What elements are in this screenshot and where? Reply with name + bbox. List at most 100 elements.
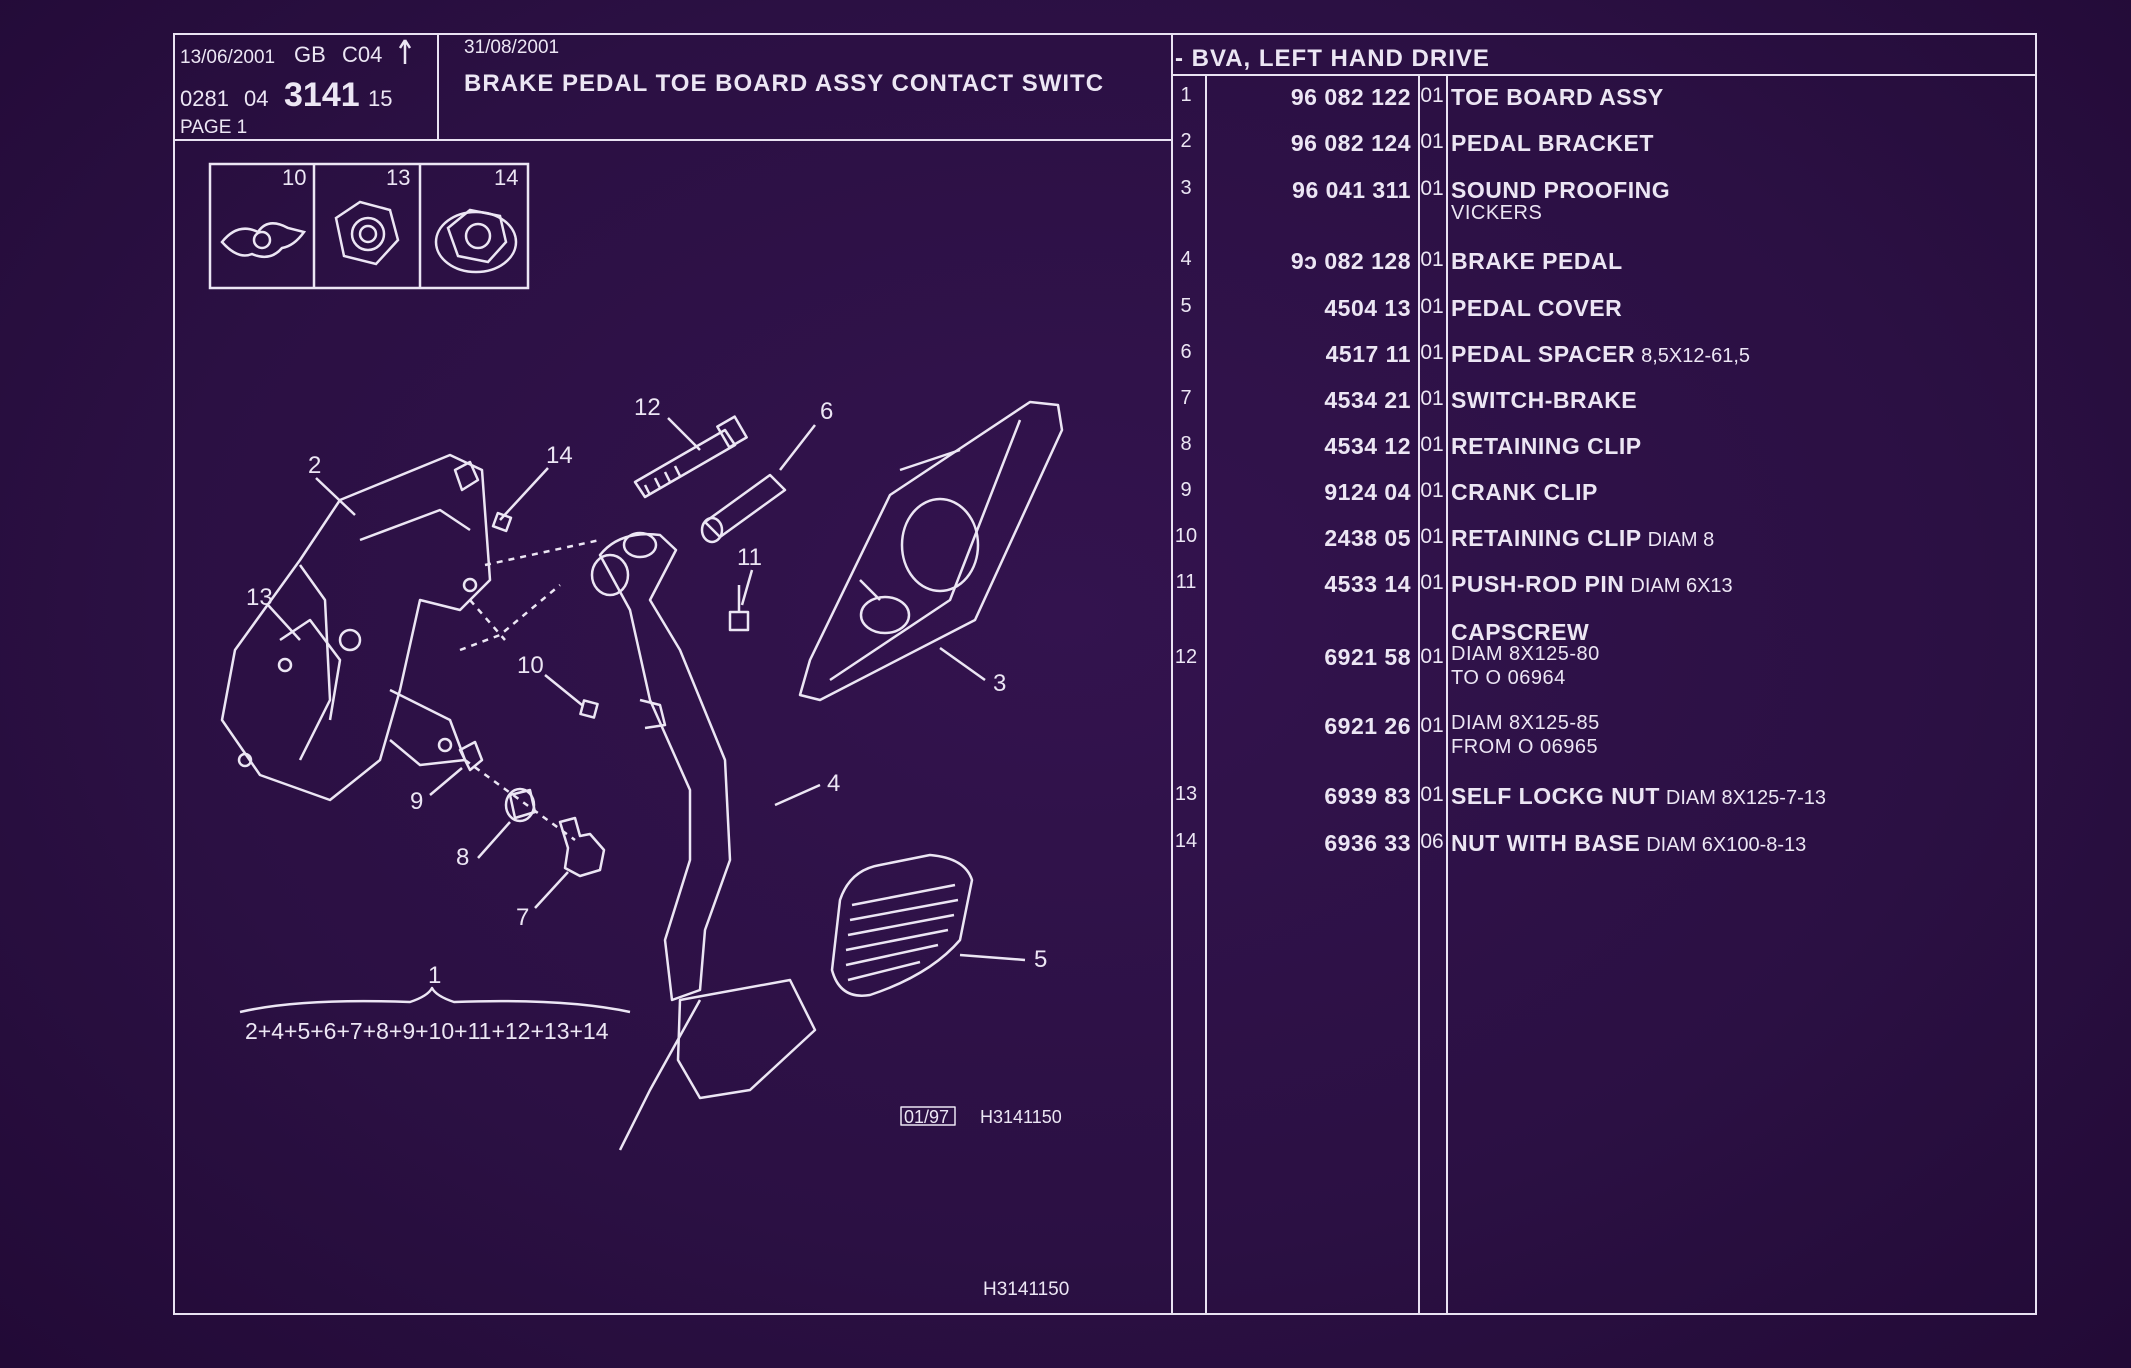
row-qty: 01 <box>1420 295 1444 318</box>
callout-5: 5 <box>1034 946 1048 973</box>
table-row: 8 4534 12 01 RETAINING CLIP <box>0 433 2131 481</box>
inset-label-10: 10 <box>282 165 307 190</box>
row-qty: 01 <box>1420 571 1444 594</box>
row-sub: DIAM 8X125-80 <box>1451 643 1600 665</box>
row-name: CAPSCREW <box>1451 619 1590 645</box>
row-part-number: 4534 12 <box>1324 433 1411 459</box>
brake-pedal-shape <box>598 533 732 1002</box>
table-row: 2 96 082 124 01 PEDAL BRACKET <box>0 130 2131 178</box>
row-name: PEDAL BRACKET <box>1451 130 1654 156</box>
row-part-number: 9ↄ 082 128 <box>1290 248 1411 274</box>
table-row: 7 4534 21 01 SWITCH-BRAKE <box>0 387 2131 435</box>
table-row: 5 4504 13 01 PEDAL COVER <box>0 295 2131 343</box>
table-row: 1 96 082 122 01 TOE BOARD ASSY <box>0 84 2131 132</box>
callout-12: 12 <box>634 394 661 421</box>
drawing-ref-code: H3141150 <box>980 1107 1062 1127</box>
crank-clip-shape <box>458 740 484 772</box>
ref-box-label: 01/97 <box>904 1107 950 1127</box>
callout-8: 8 <box>456 844 470 871</box>
row-description: BRAKE PEDAL <box>1451 248 1623 275</box>
row-name: TOE BOARD ASSY <box>1451 84 1664 110</box>
row-qty: 01 <box>1420 341 1444 364</box>
row-part-number: 2438 05 <box>1324 525 1411 551</box>
row-name: SWITCH-BRAKE <box>1451 387 1638 413</box>
row-description: SWITCH-BRAKE <box>1451 387 1637 414</box>
row-qty: 01 <box>1420 177 1444 200</box>
row-description: RETAINING CLIP <box>1451 433 1642 460</box>
section-title: - BVA, LEFT HAND DRIVE <box>1175 45 1490 72</box>
row-part-number: 6921 58 <box>1324 644 1411 670</box>
header-group: C04 <box>342 42 383 67</box>
callout-14: 14 <box>546 442 573 469</box>
table-row: 3 96 041 311 01 SOUND PROOFING VICKERS <box>0 177 2131 225</box>
callout-6: 6 <box>820 398 834 425</box>
row-extra: DIAM 8X125-7-13 <box>1665 787 1826 809</box>
row-qty: 01 <box>1420 525 1444 548</box>
row-part-number: 9124 04 <box>1324 479 1411 505</box>
row-part-number: 96 041 311 <box>1292 177 1411 203</box>
row-part-number: 4517 11 <box>1325 341 1411 367</box>
row-sub: VICKERS <box>1451 202 1543 224</box>
row-index: 5 <box>1180 295 1192 317</box>
row-part-number: 4504 13 <box>1324 295 1411 321</box>
row-index: 1 <box>1180 84 1192 106</box>
row-sub: TO O 06964 <box>1451 667 1566 689</box>
row-name: SELF LOCKG NUT <box>1451 783 1660 809</box>
row-name: PEDAL COVER <box>1451 295 1623 321</box>
row-qty: 01 <box>1420 84 1444 107</box>
row-name: CRANK CLIP <box>1451 479 1598 505</box>
row-name: BRAKE PEDAL <box>1451 248 1623 274</box>
brake-switch-shape <box>558 816 606 878</box>
row-description: SOUND PROOFING <box>1451 177 1670 204</box>
row-qty: 01 <box>1420 387 1444 410</box>
callout-1: 1 <box>428 962 442 989</box>
callout-10: 10 <box>517 652 544 679</box>
page-title: BRAKE PEDAL TOE BOARD ASSY CONTACT SWITC <box>464 70 1105 97</box>
row-part-number: 4534 21 <box>1324 387 1411 413</box>
push-rod-pin-shape <box>728 610 750 632</box>
footer-drawing-code: H3141150 <box>983 1279 1070 1300</box>
row-qty: 01 <box>1420 479 1444 502</box>
row-part-number: 4533 14 <box>1324 571 1411 597</box>
row-name: RETAINING CLIP <box>1451 433 1642 459</box>
header-date-right: 31/08/2001 <box>464 37 560 58</box>
table-row: 9 9124 04 01 CRANK CLIP <box>0 479 2131 527</box>
row-name: NUT WITH BASE <box>1451 830 1641 856</box>
table-row: 4 9ↄ 082 128 01 BRAKE PEDAL <box>0 248 2131 296</box>
fastener-inset <box>208 162 530 290</box>
row-description: PEDAL COVER <box>1451 295 1622 322</box>
row-index: 14 <box>1174 830 1198 852</box>
row-index: 4 <box>1180 248 1192 270</box>
row-qty: 01 <box>1420 714 1444 737</box>
up-arrow-icon <box>398 39 412 64</box>
callout-3: 3 <box>993 670 1007 697</box>
retaining-clip-shape <box>579 699 599 719</box>
row-index: 9 <box>1180 479 1192 501</box>
row-qty: 01 <box>1420 248 1444 271</box>
row-qty: 01 <box>1420 130 1444 153</box>
pedal-cover-shape <box>830 853 974 997</box>
row-index: 3 <box>1180 177 1192 199</box>
header-page: PAGE 1 <box>180 117 248 138</box>
row-name: PUSH-ROD PIN <box>1451 571 1625 597</box>
row-part-number: 96 082 124 <box>1290 130 1411 156</box>
callout-7: 7 <box>516 904 530 931</box>
pedal-spacer-shape <box>703 473 787 539</box>
assembly-formula: 2+4+5+6+7+8+9+10+11+12+13+14 <box>245 1018 609 1044</box>
row-sub: FROM O 06965 <box>1451 736 1599 758</box>
row-name: RETAINING CLIP <box>1451 525 1642 551</box>
header-date-left: 13/06/2001 <box>180 47 276 68</box>
row-index: 11 <box>1175 571 1197 593</box>
